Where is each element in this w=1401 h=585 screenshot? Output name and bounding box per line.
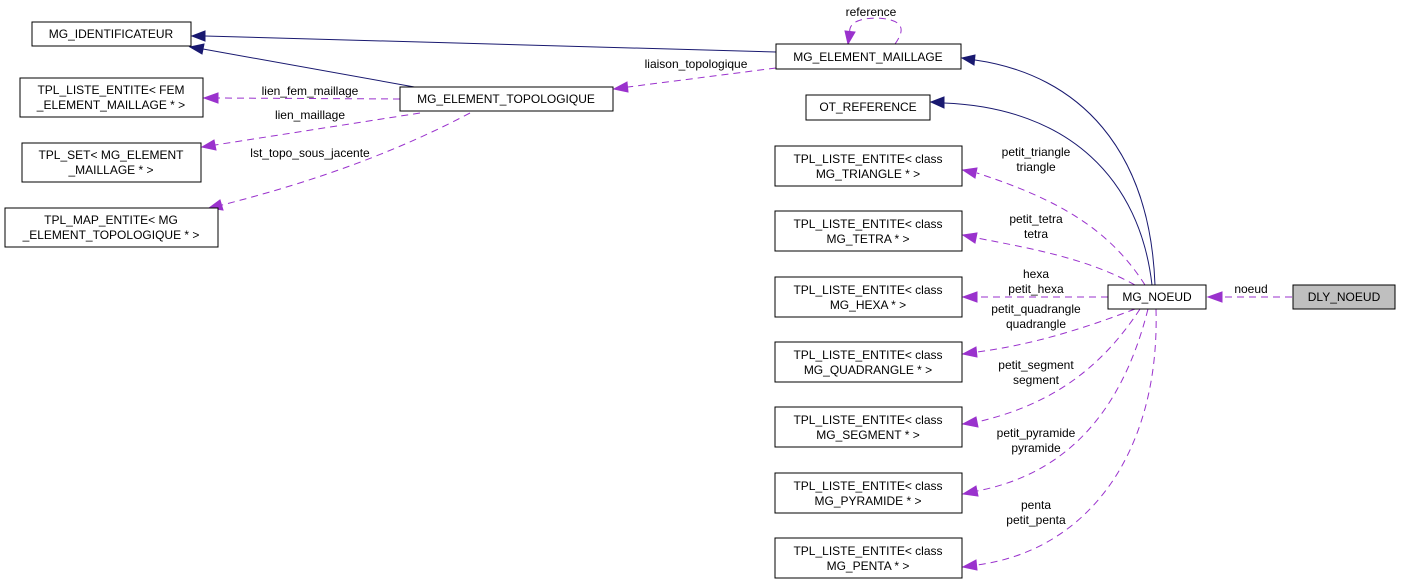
edge-label-hexa: hexa (1023, 267, 1049, 281)
node-tpl-quadrangle[interactable]: TPL_LISTE_ENTITE< class MG_QUADRANGLE * … (774, 341, 963, 383)
arrowhead-inheritance (929, 96, 945, 109)
arrowhead-usage (961, 346, 978, 358)
node-label: TPL_LISTE_ENTITE< class (793, 348, 942, 362)
arrowhead-usage (1206, 291, 1223, 303)
arrowhead-usage (961, 416, 979, 428)
edge-lien-maillage (214, 112, 421, 146)
arrowhead-usage (612, 81, 629, 93)
edge-label-penta: penta (1021, 498, 1051, 512)
edge-noeud-to-ot-reference (943, 102, 1153, 286)
edge-reference-self (849, 17, 902, 45)
node-mg-noeud[interactable]: MG_NOEUD (1107, 284, 1207, 310)
node-label: MG_TRIANGLE * > (816, 167, 920, 181)
node-label: MG_TETRA * > (826, 232, 909, 246)
node-tpl-liste-fem[interactable]: TPL_LISTE_ENTITE< FEM _ELEMENT_MAILLAGE … (19, 77, 204, 118)
node-ot-reference[interactable]: OT_REFERENCE (805, 94, 931, 121)
edge-element-topologique-to-identificateur (202, 48, 421, 89)
edge-element-maillage-to-identificateur (204, 35, 777, 53)
node-label: TPL_LISTE_ENTITE< class (793, 152, 942, 166)
node-tpl-pyramide[interactable]: TPL_LISTE_ENTITE< class MG_PYRAMIDE * > (774, 472, 963, 514)
node-tpl-map[interactable]: TPL_MAP_ENTITE< MG _ELEMENT_TOPOLOGIQUE … (4, 207, 219, 248)
arrowhead-inheritance (190, 30, 206, 42)
edge-quadrangle (976, 308, 1136, 353)
node-label: MG_IDENTIFICATEUR (49, 27, 174, 41)
node-tpl-penta[interactable]: TPL_LISTE_ENTITE< class MG_PENTA * > (774, 537, 963, 579)
arrowhead-usage (961, 167, 978, 179)
arrowhead-usage (844, 30, 856, 46)
edge-penta (976, 308, 1157, 566)
node-label: MG_QUADRANGLE * > (804, 363, 932, 377)
edge-label-petit-quadrangle: petit_quadrangle (991, 302, 1081, 316)
arrowhead-usage (200, 139, 217, 151)
edge-segment (976, 308, 1141, 423)
node-label: MG_ELEMENT_TOPOLOGIQUE (417, 92, 595, 106)
arrowhead-usage (202, 92, 219, 104)
edge-label-reference: reference (846, 5, 897, 19)
edge-label-petit-hexa: petit_hexa (1008, 282, 1064, 296)
node-label: MG_HEXA * > (830, 298, 906, 312)
arrowhead-inheritance (960, 54, 976, 66)
edge-label-lst-topo: lst_topo_sous_jacente (250, 146, 370, 160)
edge-label-tetra: tetra (1024, 227, 1048, 241)
node-mg-element-topologique[interactable]: MG_ELEMENT_TOPOLOGIQUE (399, 86, 614, 112)
node-tpl-tetra[interactable]: TPL_LISTE_ENTITE< class MG_TETRA * > (774, 210, 963, 252)
edge-lst-topo-sous-jacente (221, 112, 471, 206)
arrowhead-usage (961, 291, 978, 303)
edge-lien-fem-maillage (217, 97, 401, 100)
node-tpl-set[interactable]: TPL_SET< MG_ELEMENT _MAILLAGE * > (21, 142, 202, 183)
edge-pyramide (976, 308, 1149, 492)
node-label: MG_PYRAMIDE * > (814, 494, 921, 508)
node-tpl-triangle[interactable]: TPL_LISTE_ENTITE< class MG_TRIANGLE * > (774, 145, 963, 187)
edge-label-petit-tetra: petit_tetra (1009, 212, 1063, 226)
arrowhead-usage (961, 559, 978, 571)
node-label: _MAILLAGE * > (67, 163, 153, 177)
node-label: MG_NOEUD (1122, 290, 1192, 304)
edge-label-lien-fem-maillage: lien_fem_maillage (262, 84, 359, 98)
edge-tetra (976, 237, 1136, 286)
edge-liaison-topologique (627, 67, 777, 88)
arrowhead-usage (961, 485, 979, 497)
edge-label-noeud: noeud (1234, 282, 1267, 296)
edge-label-segment: segment (1013, 373, 1060, 387)
node-label: TPL_MAP_ENTITE< MG (44, 213, 178, 227)
edge-noeud-to-element-maillage (974, 59, 1156, 286)
node-mg-identificateur[interactable]: MG_IDENTIFICATEUR (31, 21, 192, 47)
edge-label-petit-penta: petit_penta (1006, 513, 1066, 527)
node-label: TPL_LISTE_ENTITE< class (793, 479, 942, 493)
node-label: DLY_NOEUD (1308, 290, 1381, 304)
edge-label-petit-triangle: petit_triangle (1002, 145, 1071, 159)
edge-label-triangle: triangle (1016, 160, 1056, 174)
node-label: OT_REFERENCE (819, 100, 916, 114)
node-dly-noeud-current: DLY_NOEUD (1292, 284, 1396, 310)
edge-label-liaison-topologique: liaison_topologique (645, 57, 748, 71)
node-label: MG_ELEMENT_MAILLAGE (793, 50, 942, 64)
edges (188, 17, 1292, 571)
arrowhead-inheritance (188, 43, 205, 55)
node-mg-element-maillage[interactable]: MG_ELEMENT_MAILLAGE (775, 43, 962, 70)
edge-label-pyramide: pyramide (1011, 441, 1061, 455)
node-label: _ELEMENT_TOPOLOGIQUE * > (22, 228, 200, 242)
edge-label-petit-segment: petit_segment (998, 358, 1074, 372)
edge-label-petit-pyramide: petit_pyramide (997, 426, 1076, 440)
node-label: MG_PENTA * > (827, 559, 910, 573)
node-label: TPL_LISTE_ENTITE< class (793, 544, 942, 558)
node-label: TPL_LISTE_ENTITE< class (793, 413, 942, 427)
node-tpl-hexa[interactable]: TPL_LISTE_ENTITE< class MG_HEXA * > (774, 276, 963, 318)
node-label: TPL_SET< MG_ELEMENT (38, 148, 184, 162)
node-label: TPL_LISTE_ENTITE< class (793, 217, 942, 231)
node-tpl-segment[interactable]: TPL_LISTE_ENTITE< class MG_SEGMENT * > (774, 406, 963, 448)
arrowhead-usage (961, 232, 978, 244)
edge-label-lien-maillage: lien_maillage (275, 108, 345, 122)
edge-label-quadrangle: quadrangle (1006, 317, 1066, 331)
node-label: TPL_LISTE_ENTITE< FEM (37, 83, 184, 97)
nodes: MG_IDENTIFICATEUR TPL_LISTE_ENTITE< FEM … (4, 21, 1396, 579)
node-label: _ELEMENT_MAILLAGE * > (36, 98, 185, 112)
node-label: TPL_LISTE_ENTITE< class (793, 283, 942, 297)
edge-labels: reference liaison_topologique lien_fem_m… (250, 5, 1267, 527)
node-label: MG_SEGMENT * > (816, 428, 919, 442)
